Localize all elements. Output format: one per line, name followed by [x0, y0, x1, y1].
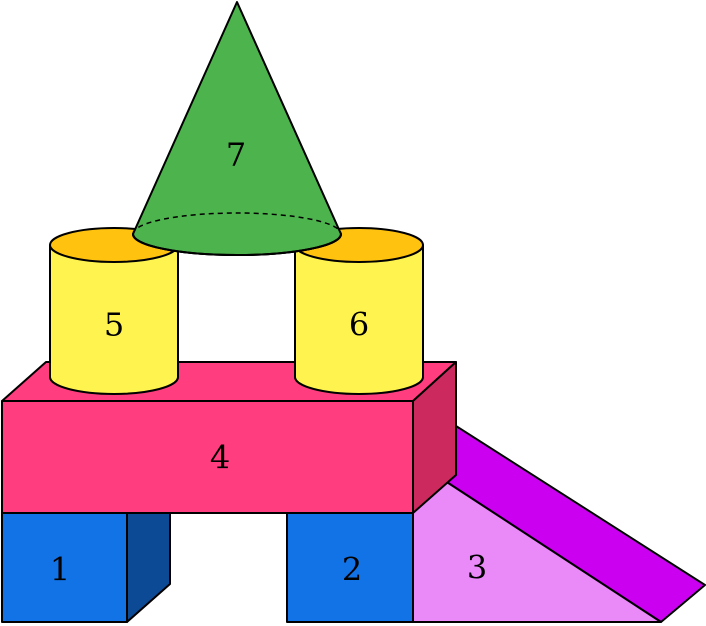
block-1-cube: 1: [1, 512, 171, 623]
block-5-body: [49, 244, 179, 395]
block-6-label: 6: [349, 306, 369, 344]
block-7-base-hidden-edge: [132, 212, 342, 235]
block-1-front-face: [1, 512, 128, 623]
block-6-cylinder: 6: [294, 227, 424, 395]
block-2-front-face: [286, 512, 414, 623]
block-7-label: 7: [226, 136, 246, 174]
block-5-label: 5: [104, 306, 124, 344]
block-4-label: 4: [210, 439, 230, 477]
block-5-cylinder: 5: [49, 227, 179, 395]
block-1-side-face: [126, 512, 171, 623]
block-3-front-face: [412, 459, 662, 623]
block-7-cone: 7: [132, 1, 342, 256]
block-1-label: 1: [50, 551, 70, 589]
block-3-label: 3: [467, 549, 487, 587]
block-3-ramp: 3: [412, 425, 706, 623]
block-6-body: [294, 244, 424, 395]
block-4-front-face: [1, 400, 414, 514]
block-7-surface: [132, 1, 342, 256]
block-2-cube: 2: [286, 512, 414, 623]
block-2-label: 2: [342, 551, 362, 589]
